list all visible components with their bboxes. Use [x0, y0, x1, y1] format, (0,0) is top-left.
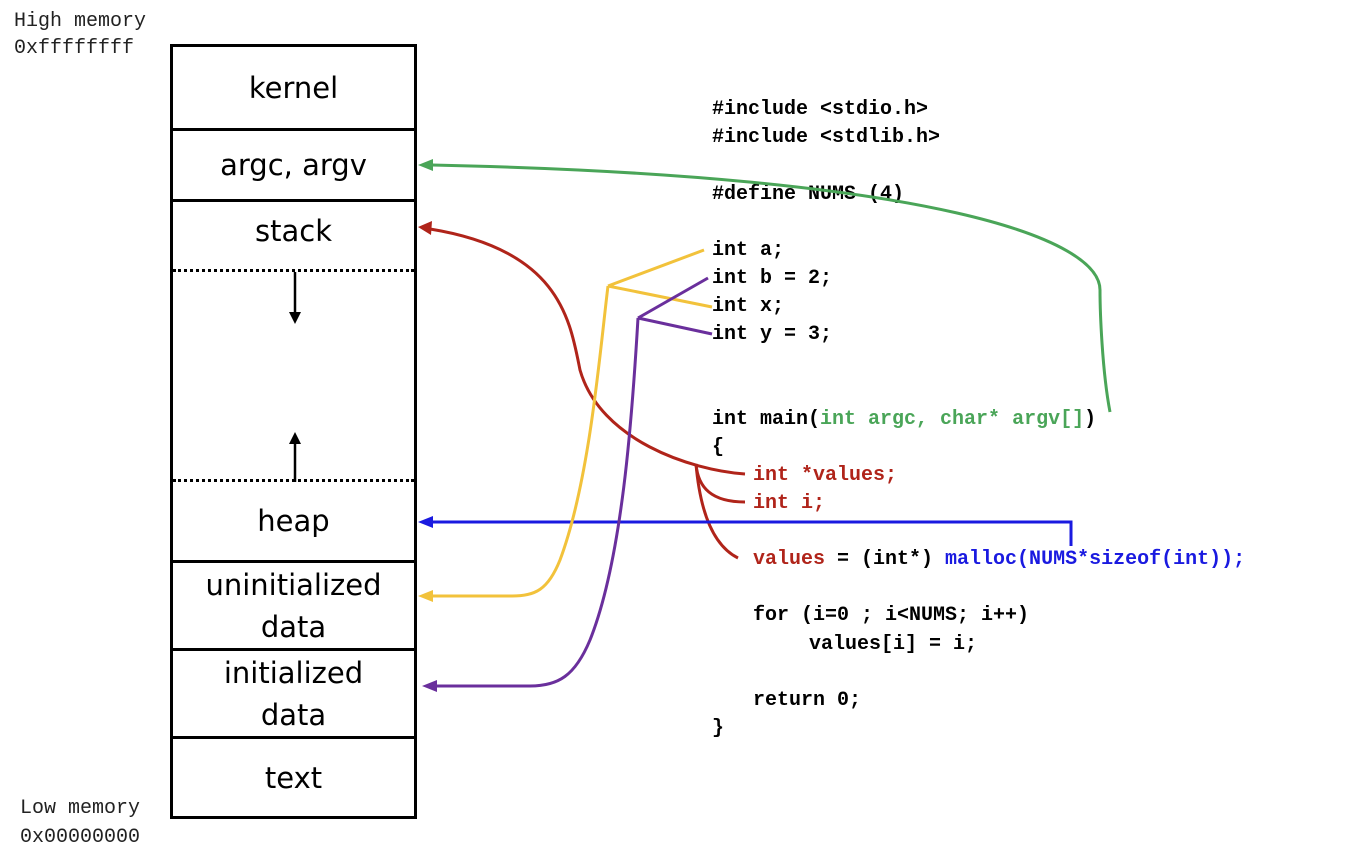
heap-growth-arrowhead [289, 432, 301, 444]
segment-stack: stack [173, 202, 414, 272]
stack-arrowhead [418, 221, 432, 235]
code-assign-mid: = (int*) [825, 548, 946, 571]
args-connector [431, 163, 1112, 413]
segment-initialized-line1: initialized [223, 655, 364, 690]
stack-connector-main [429, 227, 746, 476]
code-body-line: values[i] = i; [809, 633, 978, 656]
segment-free-space [173, 272, 414, 482]
segment-text: text [173, 739, 414, 816]
init-connector-main [436, 317, 640, 688]
segment-uninitialized-line1: uninitialized [205, 567, 382, 602]
high-memory-label: High memory [14, 10, 147, 33]
low-memory-label: Low memory [20, 797, 141, 820]
growth-arrows [289, 272, 301, 482]
segment-kernel-label: kernel [248, 70, 339, 105]
code-assign-values: values [753, 548, 826, 571]
code-decl-b: int b = 2; [712, 267, 833, 290]
code-include-stdio: #include <stdio.h> [712, 98, 929, 121]
code-main-suffix: ) [1084, 408, 1097, 431]
segment-heap: heap [173, 479, 414, 563]
init-connector-y [637, 316, 713, 336]
init-connector-b [637, 276, 709, 320]
code-main-signature: int main(int argc, char* argv[]) [712, 406, 1096, 434]
code-decl-x: int x; [712, 295, 785, 318]
uninit-connector-main [432, 285, 610, 598]
code-return-line: return 0; [753, 689, 862, 712]
code-open-brace: { [712, 436, 725, 459]
heap-connector [432, 520, 1073, 546]
high-memory-address: 0xffffffff [14, 37, 135, 60]
code-main-params: int argc, char* argv[] [820, 408, 1085, 431]
code-close-brace: } [712, 717, 725, 740]
code-decl-a: int a; [712, 239, 785, 262]
low-memory-address: 0x00000000 [20, 826, 141, 849]
code-assign-line: values = (int*) malloc(NUMS*sizeof(int))… [753, 546, 1245, 574]
segment-uninitialized-data: uninitialized data [173, 563, 414, 651]
uninit-arrowhead [418, 590, 433, 602]
segment-kernel: kernel [173, 47, 414, 131]
segment-args-label: argc, argv [220, 148, 367, 182]
segment-heap-label: heap [257, 504, 330, 538]
code-main-prefix: int main( [712, 408, 821, 431]
memory-layout: kernel argc, argv stack heap uninitializ… [170, 44, 417, 819]
segment-initialized-line2: data [260, 697, 327, 732]
args-arrowhead [418, 159, 433, 171]
stack-connector-values [694, 463, 739, 560]
code-for-line: for (i=0 ; i<NUMS; i++) [753, 604, 1030, 627]
code-assign-malloc: malloc(NUMS*sizeof(int)); [945, 548, 1246, 571]
segment-text-label: text [264, 760, 323, 795]
stack-growth-arrowhead [289, 312, 301, 324]
code-local-i: int i; [753, 492, 826, 515]
code-local-values: int *values; [753, 464, 898, 487]
segment-initialized-data: initialized data [173, 651, 414, 739]
init-arrowhead [422, 680, 437, 692]
heap-arrowhead [418, 516, 433, 528]
uninit-connector-a [607, 248, 705, 288]
segment-args: argc, argv [173, 131, 414, 202]
segment-uninitialized-line2: data [260, 609, 327, 644]
segment-stack-label: stack [255, 214, 332, 248]
uninit-connector-x [607, 284, 713, 309]
code-decl-y: int y = 3; [712, 323, 833, 346]
code-include-stdlib: #include <stdlib.h> [712, 126, 941, 149]
